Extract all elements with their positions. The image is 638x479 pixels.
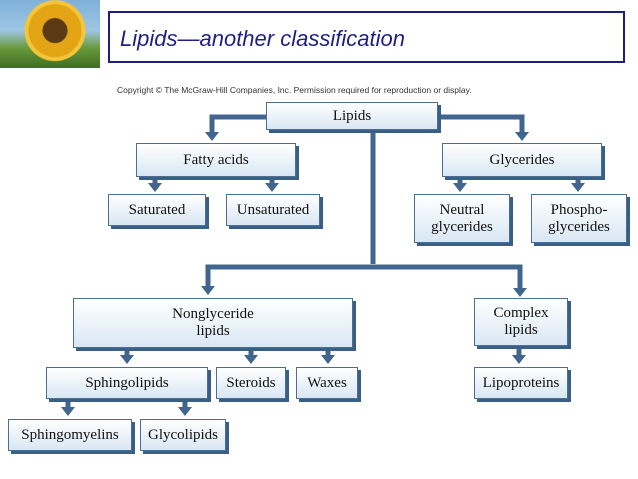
node-neutral-glycerides: Neutral glycerides bbox=[414, 194, 510, 243]
node-saturated: Saturated bbox=[108, 194, 206, 226]
node-phosphoglycerides: Phospho- glycerides bbox=[531, 194, 627, 243]
node-unsaturated: Unsaturated bbox=[226, 194, 320, 226]
node-steroids-label: Steroids bbox=[226, 374, 276, 391]
node-unsaturated-label: Unsaturated bbox=[236, 201, 310, 218]
node-nonglyceride-lipids: Nonglyceride lipids bbox=[73, 298, 353, 348]
node-glycerides-label: Glycerides bbox=[489, 151, 555, 168]
slide-title: Lipids—another classification bbox=[120, 26, 405, 51]
node-complex-lipids-label: Complex lipids bbox=[493, 305, 549, 338]
node-glycolipids: Glycolipids bbox=[140, 419, 226, 451]
node-waxes: Waxes bbox=[296, 367, 358, 399]
node-phosphoglycerides-label: Phospho- glycerides bbox=[548, 201, 610, 235]
node-neutral-glycerides-label: Neutral glycerides bbox=[431, 201, 493, 235]
node-sphingomyelins-label: Sphingomyelins bbox=[21, 426, 119, 443]
node-sphingolipids: Sphingolipids bbox=[46, 367, 208, 399]
node-fatty-acids: Fatty acids bbox=[136, 143, 296, 177]
node-nonglyceride-lipids-label: Nonglyceride lipids bbox=[172, 306, 254, 339]
node-glycerides: Glycerides bbox=[442, 143, 602, 177]
node-lipids-label: Lipids bbox=[332, 107, 372, 124]
title-box: Lipids—another classification bbox=[108, 11, 625, 63]
connector-lower-bar bbox=[205, 264, 523, 290]
node-glycolipids-label: Glycolipids bbox=[148, 426, 218, 443]
sunflower-photo bbox=[0, 0, 100, 68]
connector-lipids-fattyacids bbox=[209, 114, 268, 134]
node-saturated-label: Saturated bbox=[128, 201, 186, 218]
node-sphingolipids-label: Sphingolipids bbox=[85, 374, 169, 391]
node-lipoproteins-label: Lipoproteins bbox=[482, 374, 560, 391]
node-fatty-acids-label: Fatty acids bbox=[183, 151, 249, 168]
node-complex-lipids: Complex lipids bbox=[474, 298, 568, 346]
node-steroids: Steroids bbox=[216, 367, 286, 399]
copyright-notice: Copyright © The McGraw-Hill Companies, I… bbox=[117, 85, 472, 95]
connector-lipids-glycerides bbox=[436, 114, 525, 134]
node-lipids: Lipids bbox=[266, 102, 438, 130]
node-waxes-label: Waxes bbox=[307, 374, 347, 391]
node-sphingomyelins: Sphingomyelins bbox=[8, 419, 132, 451]
node-lipoproteins: Lipoproteins bbox=[474, 367, 568, 399]
